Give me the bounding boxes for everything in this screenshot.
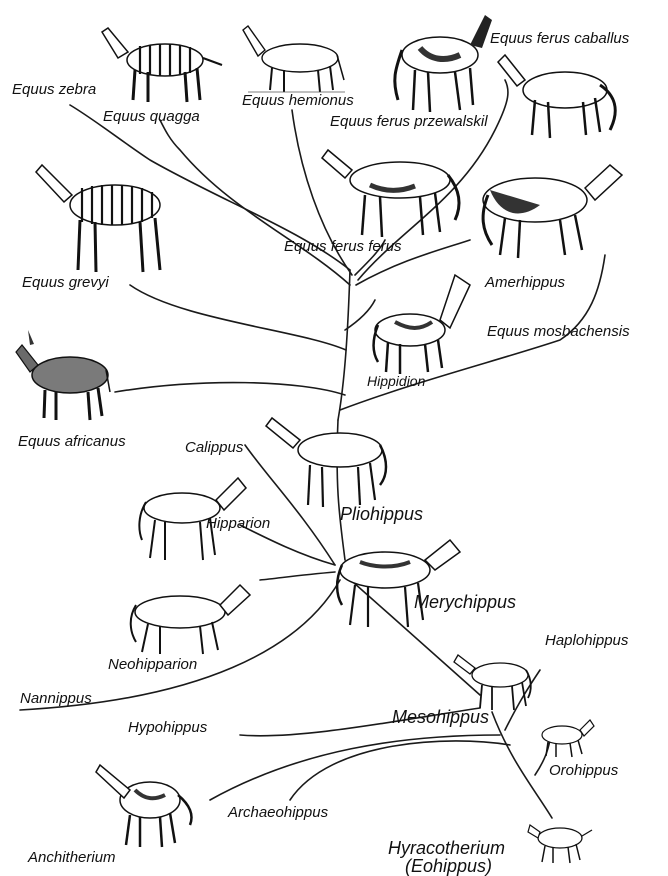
label-nannippus: Nannippus	[20, 690, 92, 707]
label-eohippus: (Eohippus)	[405, 856, 492, 876]
equus-africanus-illustration	[16, 330, 110, 420]
branch-equus-trunk	[338, 270, 350, 420]
label-equus-grevyi: Equus grevyi	[22, 274, 109, 291]
orohippus-illustration	[542, 720, 594, 757]
branch-neohipparion	[260, 572, 335, 580]
label-equus-africanus: Equus africanus	[18, 433, 126, 450]
label-equus-ferus-caballus: Equus ferus caballus	[490, 30, 630, 47]
label-pliohippus: Pliohippus	[340, 504, 423, 524]
equus-grevyi-illustration	[36, 165, 160, 272]
label-merychippus: Merychippus	[414, 592, 516, 612]
label-equus-hemionus: Equus hemionus	[242, 92, 354, 109]
label-equus-zebra: Equus zebra	[12, 81, 96, 98]
branch-archaeohippus	[290, 741, 510, 800]
label-anchitherium: Anchitherium	[27, 849, 116, 866]
label-archaeohippus: Archaeohippus	[227, 804, 329, 821]
label-equus-ferus-przewalskii: Equus ferus przewalskil	[330, 113, 488, 130]
branch-equus-grevyi	[130, 285, 346, 350]
merychippus-illustration	[337, 540, 460, 627]
label-neohipparion: Neohipparion	[108, 656, 197, 673]
hippidion-illustration	[374, 275, 471, 374]
label-hipparion: Hipparion	[206, 515, 270, 532]
label-equus-mosbachensis: Equus mosbachensis	[487, 323, 630, 340]
equus-hemionus-illustration	[243, 26, 345, 92]
amerhippus-illustration	[483, 165, 622, 258]
label-mesohippus: Mesohippus	[392, 707, 489, 727]
label-amerhippus: Amerhippus	[484, 274, 566, 291]
label-hyracotherium: Hyracotherium	[388, 838, 505, 858]
label-equus-quagga: Equus quagga	[103, 108, 200, 125]
neohipparion-illustration	[131, 585, 250, 654]
hyracotherium-illustration	[528, 825, 592, 863]
label-orohippus: Orohippus	[549, 762, 619, 779]
label-hippidion: Hippidion	[367, 373, 426, 389]
label-haplohippus: Haplohippus	[545, 632, 629, 649]
branch-equus-quagga	[160, 120, 350, 285]
label-calippus: Calippus	[185, 439, 244, 456]
branch-hyracotherium-mesohippus	[492, 712, 552, 818]
label-equus-ferus-ferus: Equus ferus ferus	[284, 238, 402, 255]
branch-equus-africanus	[115, 383, 345, 395]
equus-quagga-illustration	[102, 28, 222, 102]
equus-ferus-ferus-illustration	[322, 150, 459, 237]
label-hypohippus: Hypohippus	[128, 719, 208, 736]
equus-ferus-caballus-illustration	[395, 15, 492, 112]
equus-ferus-przewalskii-illustration	[498, 55, 615, 138]
branch-anchitherium	[210, 735, 500, 800]
anchitherium-illustration	[96, 765, 192, 847]
branch-hippidion	[345, 300, 375, 330]
